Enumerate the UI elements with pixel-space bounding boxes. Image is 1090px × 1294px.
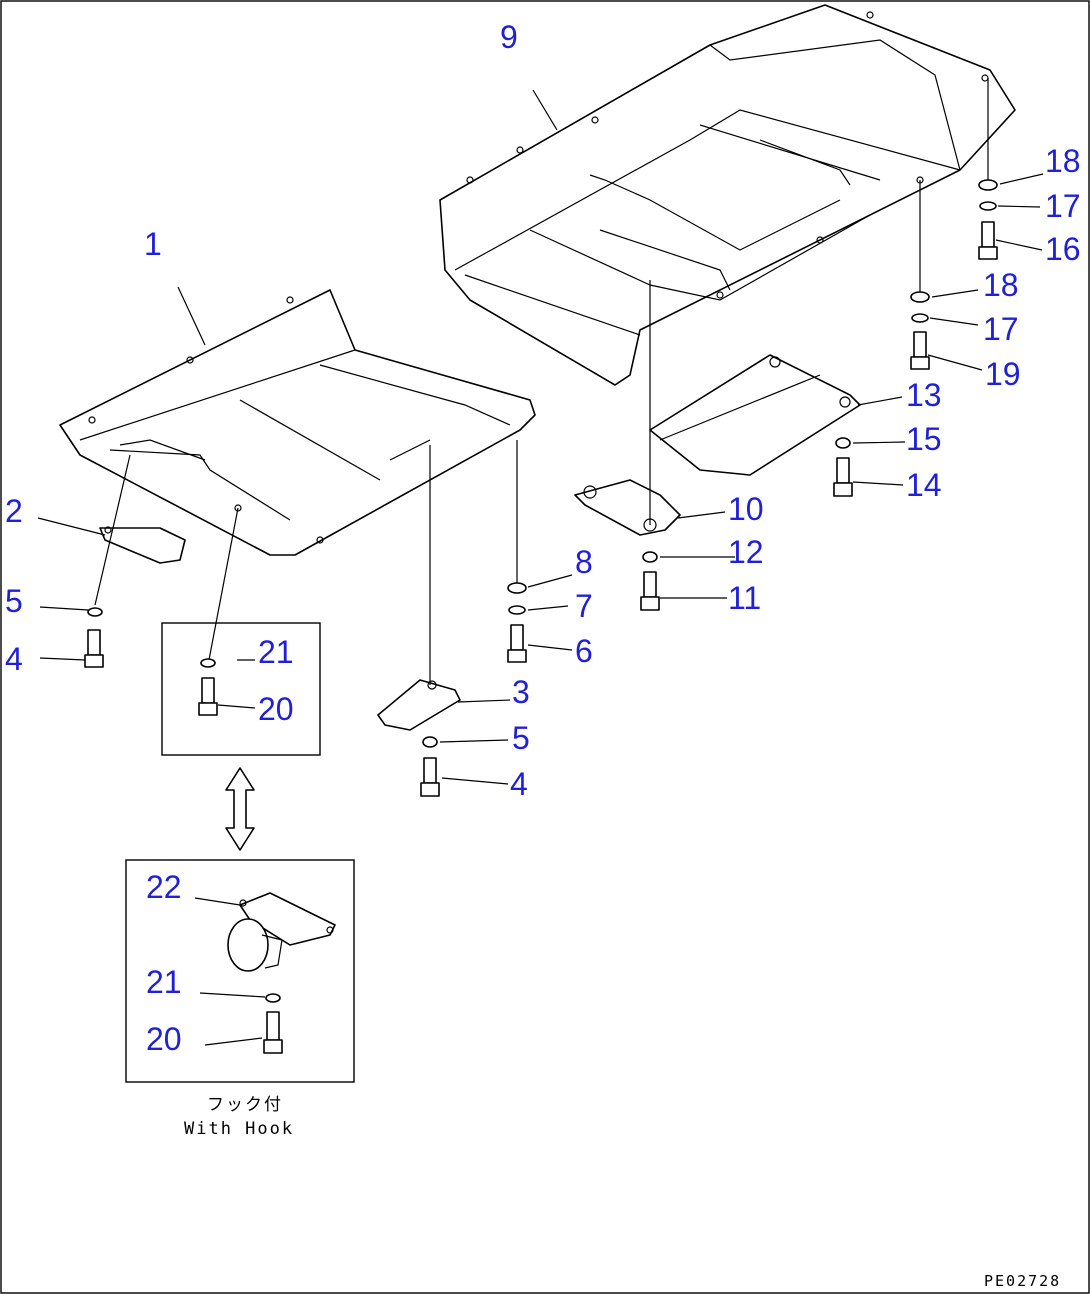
callout-18-top: 18: [1045, 143, 1081, 179]
callout-11: 11: [728, 580, 761, 616]
callout-20-hook: 20: [146, 1021, 182, 1057]
callout-2: 2: [5, 493, 23, 529]
part-3-cover: [377, 679, 461, 731]
callout-10: 10: [728, 491, 764, 527]
callout-6: 6: [575, 633, 593, 669]
callout-17-mid: 17: [983, 311, 1019, 347]
callout-9: 9: [500, 19, 518, 55]
detail-box-standard: [161, 622, 321, 756]
hook-note-japanese: フック付: [207, 1095, 283, 1115]
part-10-bracket: [574, 479, 681, 536]
callout-21-hook: 21: [146, 964, 182, 1000]
detail-box-with-hook: [125, 859, 355, 1083]
assembly-lines: [94, 78, 989, 685]
part-2-cover: [99, 526, 186, 564]
callout-17-top: 17: [1045, 188, 1081, 224]
fasteners: [84, 179, 998, 1054]
part-9-rear-floor-plate: [439, 4, 1016, 386]
callout-4-left: 4: [5, 641, 23, 677]
callout-15: 15: [906, 421, 942, 457]
callout-14: 14: [906, 467, 942, 503]
callout-8: 8: [575, 544, 593, 580]
callout-21-box: 21: [258, 634, 294, 670]
callout-labels: 1 2 5 4 21 20 9 3 8 7 6 5 4 10 12 11 13 …: [5, 19, 1081, 1057]
part-1-front-floor-plate: [59, 289, 536, 556]
callout-4-center: 4: [510, 766, 528, 802]
callout-5-left: 5: [5, 583, 23, 619]
callout-16: 16: [1045, 231, 1081, 267]
callout-3: 3: [512, 674, 530, 710]
callout-12: 12: [728, 534, 764, 570]
part-13-plate: [649, 354, 861, 476]
callout-13: 13: [906, 377, 942, 413]
callout-18-mid: 18: [983, 267, 1019, 303]
callout-22: 22: [146, 869, 182, 905]
callout-1: 1: [144, 226, 162, 262]
double-arrow-icon: [225, 767, 255, 851]
drawing-code: PE02728: [984, 1272, 1061, 1290]
callout-7: 7: [575, 588, 593, 624]
callout-5-center: 5: [512, 720, 530, 756]
leader-lines: [37, 89, 1044, 1046]
callout-19: 19: [985, 356, 1021, 392]
callout-20-box: 20: [258, 691, 294, 727]
hook-note-english: With Hook: [184, 1119, 294, 1139]
part-22-hook-bracket: [227, 892, 336, 972]
